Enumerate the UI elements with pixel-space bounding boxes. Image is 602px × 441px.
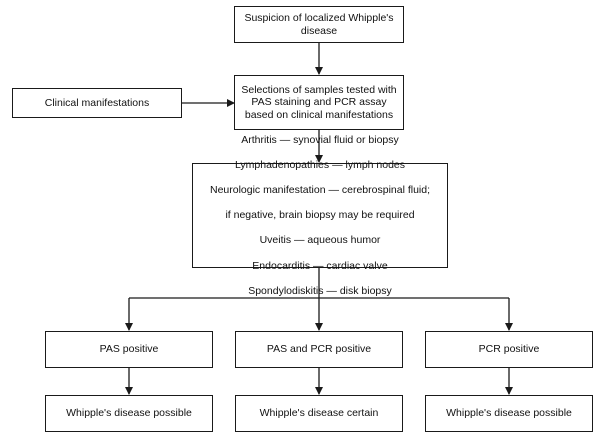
pas-positive-text: PAS positive	[99, 343, 159, 356]
pas-pcr-positive-box: PAS and PCR positive	[235, 331, 403, 368]
suspicion-box: Suspicion of localized Whipple's disease	[234, 6, 404, 43]
sample-selection-box: Selections of samples tested with PAS st…	[234, 75, 404, 130]
sample-line: Uveitis — aqueous humor	[259, 234, 381, 247]
sample-selection-text: Selections of samples tested with PAS st…	[241, 83, 397, 121]
sample-line: Spondylodiskitis — disk biopsy	[248, 284, 392, 297]
sample-types-box: Arthritis — synovial fluid or biopsy Lym…	[192, 134, 448, 297]
suspicion-text: Suspicion of localized Whipple's disease	[244, 11, 394, 37]
outcome-possible-right-box: Whipple's disease possible	[425, 395, 593, 432]
pas-pcr-positive-text: PAS and PCR positive	[266, 343, 372, 356]
sample-types-list: Arthritis — synovial fluid or biopsy Lym…	[210, 121, 430, 310]
outcome-certain-text: Whipple's disease certain	[259, 407, 379, 420]
pcr-positive-text: PCR positive	[478, 343, 540, 356]
outcome-certain-box: Whipple's disease certain	[235, 395, 403, 432]
clinical-manifestations-text: Clinical manifestations	[44, 96, 150, 109]
sample-line: Arthritis — synovial fluid or biopsy	[241, 133, 399, 146]
sample-line: Neurologic manifestation — cerebrospinal…	[209, 184, 431, 197]
outcome-possible-left-text: Whipple's disease possible	[66, 407, 192, 420]
clinical-manifestations-box: Clinical manifestations	[12, 88, 182, 118]
outcome-possible-right-text: Whipple's disease possible	[446, 407, 572, 420]
sample-line: if negative, brain biopsy may be require…	[225, 209, 415, 222]
sample-line: Endocarditis — cardiac valve	[252, 259, 388, 272]
pcr-positive-box: PCR positive	[425, 331, 593, 368]
sample-line: Lymphadenopathies — lymph nodes	[234, 158, 406, 171]
outcome-possible-left-box: Whipple's disease possible	[45, 395, 213, 432]
pas-positive-box: PAS positive	[45, 331, 213, 368]
